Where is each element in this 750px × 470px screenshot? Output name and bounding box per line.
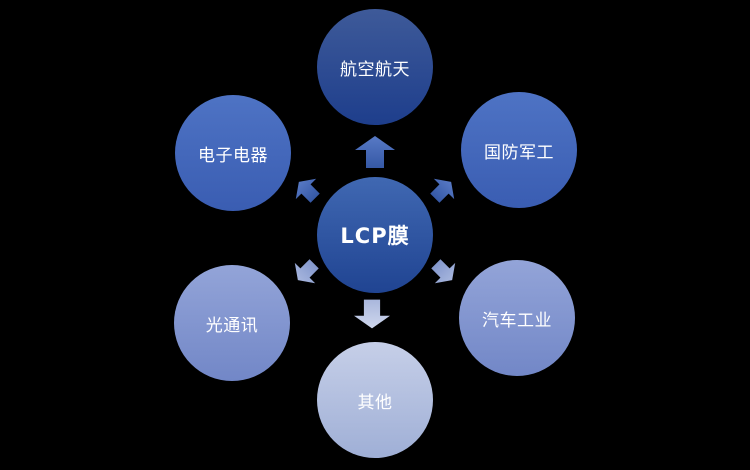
arrow-down-left-icon [294,259,319,284]
node-other: 其他 [317,342,433,458]
node-aerospace-label: 航空航天 [340,59,410,80]
node-electronics-label: 电子电器 [198,145,268,166]
node-electronics: 电子电器 [175,95,291,211]
arrow-down-right-icon [431,259,456,284]
node-aerospace: 航空航天 [317,9,433,125]
arrow-up-icon [355,136,395,168]
node-defense-label: 国防军工 [484,142,554,163]
node-optical: 光通讯 [174,265,290,381]
node-automotive-label: 汽车工业 [482,310,552,331]
node-optical-label: 光通讯 [205,315,259,336]
node-center-lcp-film: LCP膜 [317,177,433,293]
arrow-up-right-icon [430,178,455,203]
arrow-down-icon [354,299,390,329]
arrow-up-left-icon [295,178,320,203]
node-defense: 国防军工 [461,92,577,208]
node-automotive: 汽车工业 [459,260,575,376]
node-center-label: LCP膜 [340,224,410,248]
node-other-label: 其他 [357,392,393,413]
